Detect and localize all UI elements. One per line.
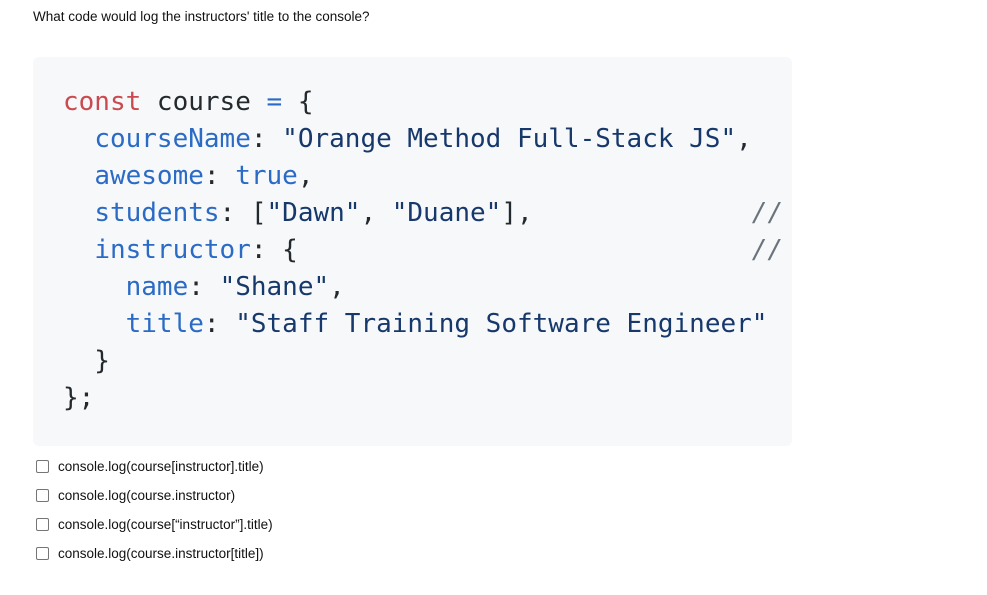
option-label: console.log(course[“instructor”].title) bbox=[58, 517, 273, 532]
option-label: console.log(course[instructor].title) bbox=[58, 459, 264, 474]
question-text: What code would log the instructors' tit… bbox=[33, 9, 370, 24]
answer-option[interactable]: console.log(course[“instructor”].title) bbox=[36, 510, 273, 539]
answer-option[interactable]: console.log(course[instructor].title) bbox=[36, 452, 273, 481]
option-label: console.log(course.instructor[title]) bbox=[58, 546, 264, 561]
option-label: console.log(course.instructor) bbox=[58, 488, 236, 503]
option-checkbox[interactable] bbox=[36, 547, 49, 560]
answer-option[interactable]: console.log(course.instructor) bbox=[36, 481, 273, 510]
code-line: } bbox=[63, 346, 110, 376]
code-line: courseName: "Orange Method Full-Stack JS… bbox=[94, 124, 752, 154]
code-line: name: "Shane", bbox=[125, 272, 345, 302]
option-checkbox[interactable] bbox=[36, 460, 49, 473]
code-line: const course = { bbox=[63, 87, 314, 117]
code-line: instructor: { // bbox=[94, 235, 784, 265]
answer-option[interactable]: console.log(course.instructor[title]) bbox=[36, 539, 273, 568]
code-line: students: ["Dawn", "Duane"], // bbox=[94, 198, 784, 228]
option-checkbox[interactable] bbox=[36, 518, 49, 531]
code-block: const course = { courseName: "Orange Met… bbox=[33, 57, 792, 446]
option-checkbox[interactable] bbox=[36, 489, 49, 502]
answer-options: console.log(course[instructor].title) con… bbox=[36, 452, 273, 568]
code-line: }; bbox=[63, 383, 95, 413]
code-line: title: "Staff Training Software Engineer… bbox=[125, 309, 768, 339]
code-line: awesome: true, bbox=[94, 161, 314, 191]
code-snippet: const course = { courseName: "Orange Met… bbox=[33, 57, 792, 417]
